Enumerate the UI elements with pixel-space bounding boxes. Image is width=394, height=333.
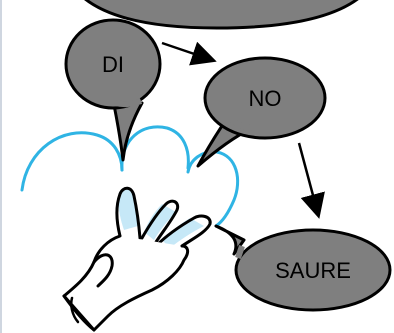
bubble-saure-label: SAURE	[275, 258, 351, 283]
bubble-saure: SAURE	[214, 224, 392, 312]
bubble-di: DI	[64, 18, 162, 162]
bubble-no-label: NO	[249, 86, 282, 111]
bubble-di-label: DI	[102, 52, 124, 77]
hand-icon	[62, 186, 212, 332]
top-bubble-icon	[84, 0, 359, 30]
bubble-no: NO	[196, 56, 327, 168]
arrow-di-to-no	[161, 41, 217, 66]
arrow-no-to-saure	[297, 142, 325, 219]
